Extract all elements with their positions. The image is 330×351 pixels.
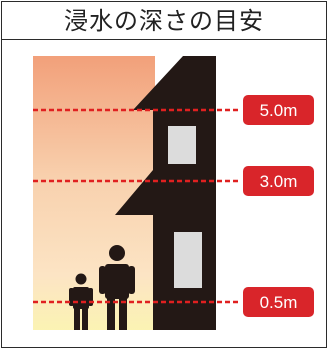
house-silhouette-icon bbox=[115, 56, 216, 330]
title-bar: 浸水の深さの目安 bbox=[2, 2, 326, 40]
depth-badge-label: 3.0m bbox=[260, 172, 298, 191]
depth-badge-label: 5.0m bbox=[260, 101, 298, 120]
depth-badge-0.5m: 0.5m bbox=[243, 287, 314, 317]
depth-badge-3.0m: 3.0m bbox=[243, 166, 314, 196]
depth-badges: 5.0m 3.0m 0.5m bbox=[243, 95, 314, 317]
adult-person-icon bbox=[99, 245, 135, 330]
depth-lines bbox=[33, 108, 240, 304]
depth-badge-label: 0.5m bbox=[260, 293, 298, 312]
upper-window bbox=[168, 126, 196, 164]
lower-window bbox=[174, 232, 202, 288]
child-person-icon bbox=[69, 273, 93, 330]
depth-badge-5.0m: 5.0m bbox=[243, 95, 314, 125]
diagram-title: 浸水の深さの目安 bbox=[64, 6, 264, 35]
